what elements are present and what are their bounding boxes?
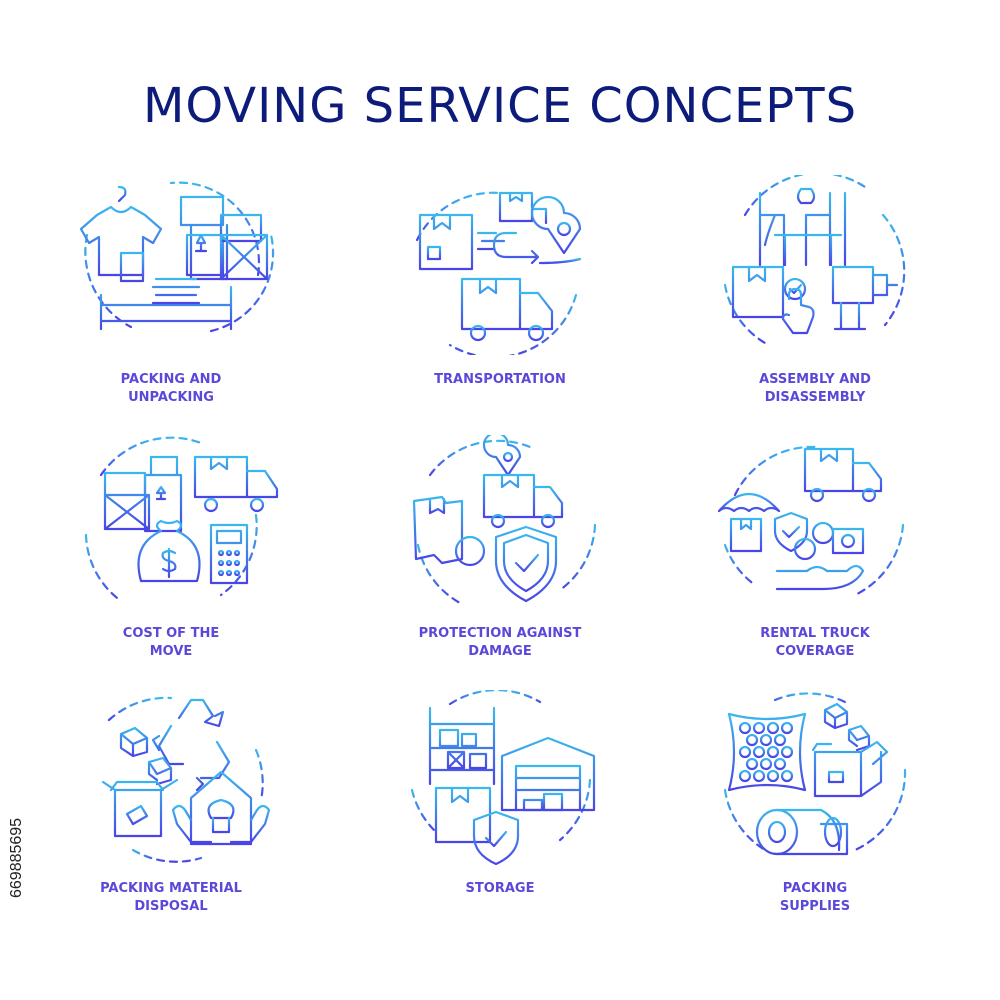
assembly-icon: [723, 175, 906, 345]
protection-icon: [412, 435, 597, 605]
rental-truck-icon: [717, 445, 905, 597]
disposal-icon: [101, 696, 271, 863]
stock-id-text: 669885695: [8, 817, 25, 898]
page-title: MOVING SERVICE CONCEPTS: [142, 78, 858, 134]
concept-label: STORAGE: [465, 881, 535, 896]
supplies-icon: [723, 692, 907, 856]
concept-label: TRANSPORTATION: [434, 372, 566, 387]
concept-storage: STORAGE: [390, 690, 610, 930]
cost-icon: [84, 436, 279, 603]
concept-transportation: TRANSPORTATION: [390, 175, 610, 415]
stock-id: 669885695: [6, 730, 30, 900]
storage-icon: [410, 690, 596, 866]
packing-icon: [79, 181, 275, 333]
transportation-icon: [415, 191, 582, 355]
